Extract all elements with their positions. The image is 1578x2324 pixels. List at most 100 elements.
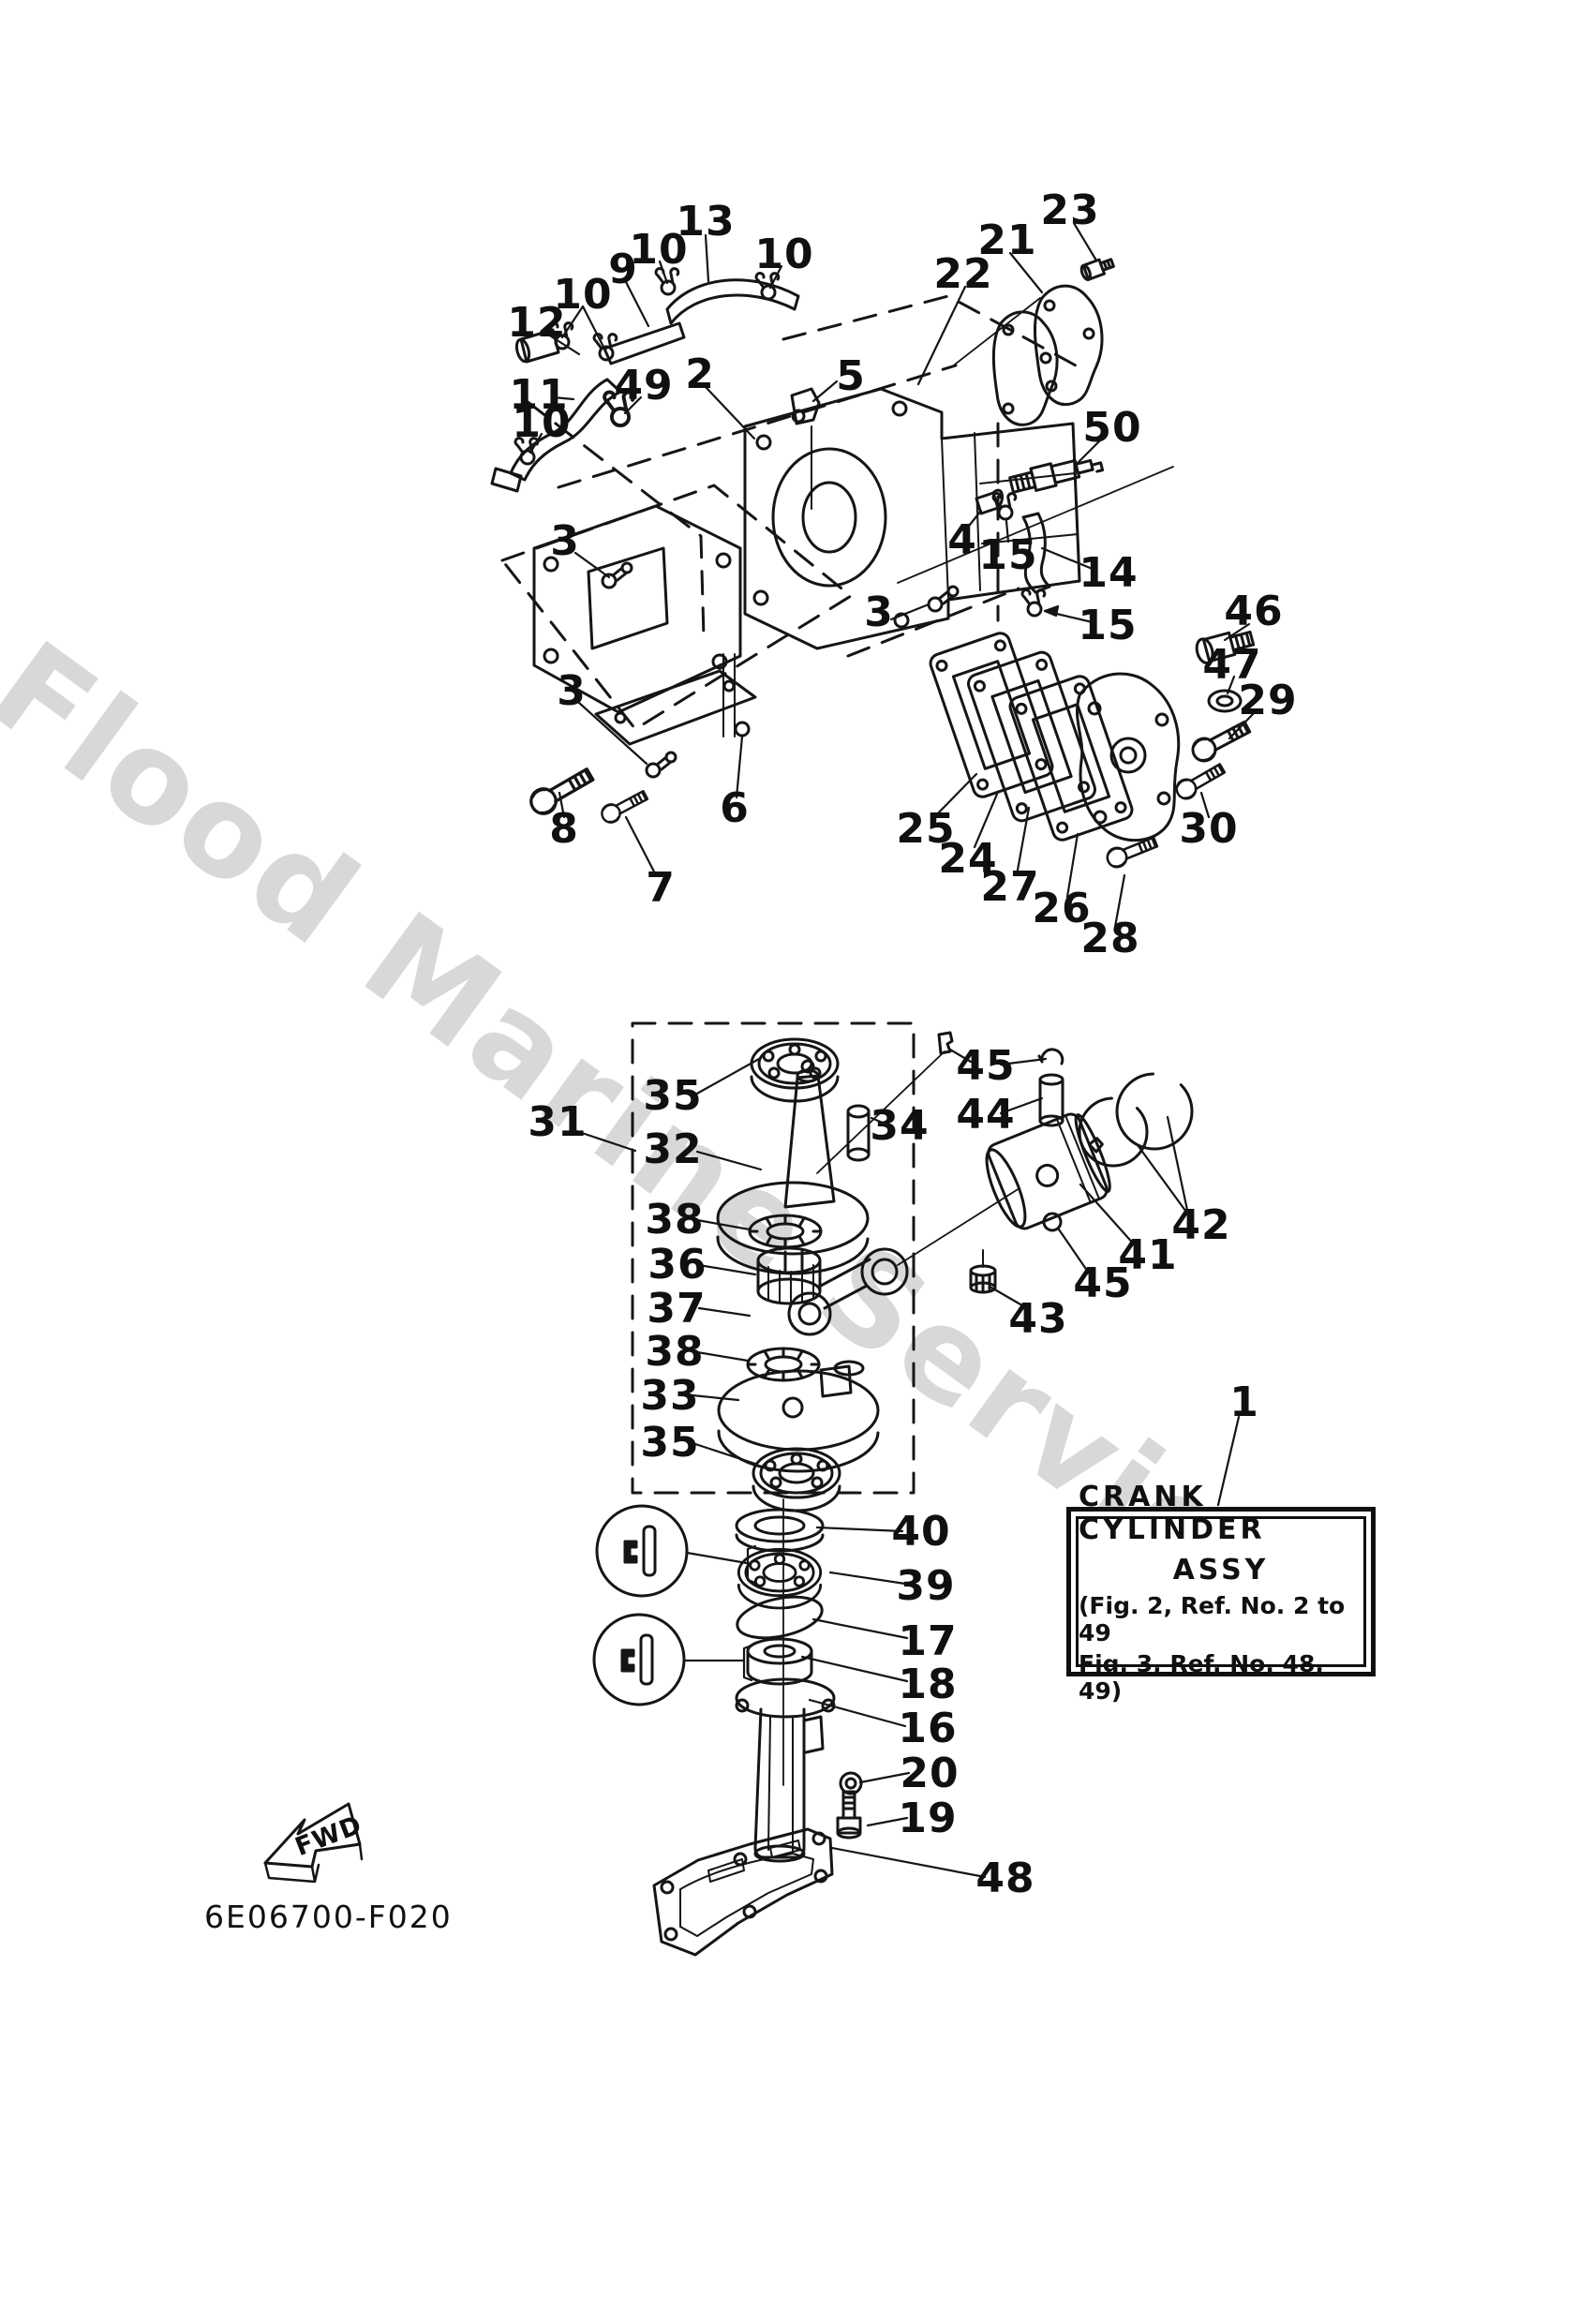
spacer-34 <box>846 1104 871 1162</box>
callout-26: 26 <box>1032 885 1092 932</box>
hoses-group <box>490 267 1051 618</box>
o-ring-17 <box>736 1595 824 1640</box>
intake-block <box>532 504 960 779</box>
callout-32: 32 <box>643 1125 703 1173</box>
callout-3: 3 <box>557 667 587 715</box>
callout-28: 28 <box>1080 915 1140 962</box>
dowel-pin-6 <box>734 721 751 737</box>
callout-7: 7 <box>646 864 676 912</box>
callout-12: 12 <box>507 299 567 347</box>
gasket-48 <box>652 1827 834 1957</box>
callout-38: 38 <box>645 1196 705 1244</box>
callout-2: 2 <box>685 350 715 398</box>
piston-group <box>846 1048 1194 1294</box>
piston-pin-44 <box>1038 1073 1064 1127</box>
callout-3: 3 <box>550 517 580 565</box>
callout-9: 9 <box>608 246 638 293</box>
callout-50: 50 <box>1082 404 1142 452</box>
callout-47: 47 <box>1202 641 1262 689</box>
callout-25: 25 <box>896 805 956 853</box>
callout-24: 24 <box>938 835 998 883</box>
callout-21: 21 <box>977 216 1037 264</box>
pin-4 <box>975 488 1005 515</box>
callout-10: 10 <box>754 231 814 278</box>
callout-5: 5 <box>836 352 866 400</box>
magnifier-circles <box>592 1504 689 1706</box>
lower-stack <box>735 1508 863 1863</box>
hose-14 <box>1021 512 1051 594</box>
pump-cover <box>1075 672 1181 842</box>
callout-31: 31 <box>528 1098 588 1146</box>
assembly-title-box: CRANK CYLINDER ASSY (Fig. 2, Ref. No. 2 … <box>1066 1481 1376 1705</box>
callout-6: 6 <box>720 784 750 832</box>
callout-1: 1 <box>1229 1378 1259 1426</box>
callout-10: 10 <box>629 226 689 274</box>
needle-bearing-36 <box>756 1246 822 1305</box>
callout-11: 11 <box>509 371 569 419</box>
callout-42: 42 <box>1171 1201 1231 1249</box>
callout-35: 35 <box>640 1419 700 1467</box>
spark-plug <box>1008 458 1105 494</box>
fasteners-group <box>525 630 1256 872</box>
reed-valve-stack <box>929 632 1181 842</box>
callout-3: 3 <box>864 588 894 636</box>
callout-10: 10 <box>553 271 613 319</box>
callout-49: 49 <box>614 362 674 410</box>
callout-10: 10 <box>512 399 572 447</box>
bolt-19 <box>836 1790 862 1840</box>
bolt-28 <box>1103 831 1161 872</box>
callout-37: 37 <box>647 1285 707 1333</box>
piston-ring <box>1115 1072 1194 1151</box>
bolt-7 <box>597 785 651 827</box>
callout-30: 30 <box>1179 805 1239 853</box>
washer-38-upper <box>748 1214 823 1249</box>
crankshaft-32 <box>716 1059 870 1275</box>
callout-38: 38 <box>645 1328 705 1376</box>
callout-46: 46 <box>1224 588 1284 635</box>
clip-45-bottom <box>1042 1212 1063 1232</box>
drawing-code: 6E06700-F020 <box>204 1899 453 1935</box>
clip-45-top <box>1037 1048 1064 1065</box>
head-plates <box>991 258 1115 426</box>
callout-43: 43 <box>1008 1295 1068 1343</box>
crankshaft-group <box>716 1031 954 1512</box>
small-end-bearing-43 <box>969 1249 997 1294</box>
plug-23 <box>1079 258 1115 281</box>
washer-47 <box>1207 689 1243 713</box>
callout-34: 34 <box>870 1102 930 1150</box>
seal-18 <box>746 1637 813 1686</box>
assembly-title-line3: (Fig. 2, Ref. No. 2 to 49 <box>1079 1592 1346 1646</box>
breather-fitting <box>790 387 821 510</box>
bolt-30 <box>1171 758 1228 804</box>
callout-19: 19 <box>898 1795 958 1842</box>
assembly-title-line4: Fig. 3, Ref. No. 48, 49) <box>1079 1650 1324 1705</box>
callout-39: 39 <box>896 1562 956 1610</box>
callout-44: 44 <box>956 1091 1016 1139</box>
callout-36: 36 <box>648 1241 707 1289</box>
callout-23: 23 <box>1040 186 1100 234</box>
fwd-arrow <box>263 1802 364 1884</box>
callout-48: 48 <box>975 1855 1035 1902</box>
callout-22: 22 <box>933 250 993 298</box>
callout-15: 15 <box>978 531 1038 579</box>
piston-ring <box>1078 1096 1149 1168</box>
callout-29: 29 <box>1238 677 1298 724</box>
callout-4: 4 <box>947 516 977 564</box>
callout-16: 16 <box>898 1705 958 1752</box>
callout-15: 15 <box>1078 602 1138 649</box>
cylinder-block <box>722 387 1081 737</box>
assembly-title-line2: ASSY <box>1172 1554 1270 1587</box>
callout-40: 40 <box>891 1508 951 1556</box>
washer-40 <box>735 1508 825 1553</box>
callout-33: 33 <box>640 1372 700 1420</box>
callout-13: 13 <box>676 198 736 246</box>
washer-20 <box>839 1771 863 1795</box>
callout-20: 20 <box>900 1750 960 1797</box>
assembly-title-inner: CRANK CYLINDER ASSY (Fig. 2, Ref. No. 2 … <box>1076 1481 1366 1705</box>
callout-18: 18 <box>898 1661 958 1708</box>
callout-8: 8 <box>549 805 579 853</box>
callout-17: 17 <box>898 1617 958 1665</box>
callout-41: 41 <box>1118 1231 1178 1279</box>
check-valve-46 <box>1195 630 1256 664</box>
